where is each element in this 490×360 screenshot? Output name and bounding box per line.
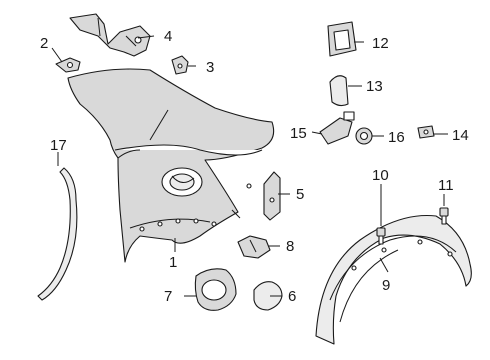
callout-9: 9 bbox=[382, 277, 390, 294]
bolt-10 bbox=[376, 227, 386, 245]
callout-14: 14 bbox=[452, 127, 469, 144]
bracket-2 bbox=[55, 57, 81, 73]
clip-3 bbox=[171, 55, 189, 75]
callout-17: 17 bbox=[50, 137, 67, 154]
leader-lines bbox=[51, 35, 448, 297]
quarter-panel bbox=[67, 68, 275, 263]
callout-16: 16 bbox=[388, 129, 405, 146]
callout-5: 5 bbox=[296, 186, 304, 203]
clip-14 bbox=[417, 125, 435, 139]
callout-3: 3 bbox=[206, 59, 214, 76]
grommet-16 bbox=[355, 127, 373, 145]
callout-6: 6 bbox=[288, 288, 296, 305]
callout-10: 10 bbox=[372, 167, 389, 184]
cover-13 bbox=[329, 75, 349, 107]
callout-7: 7 bbox=[164, 288, 172, 305]
wheelhouse-liner-9 bbox=[315, 214, 472, 345]
callout-4: 4 bbox=[164, 28, 172, 45]
bracket-5 bbox=[263, 171, 281, 221]
callout-8: 8 bbox=[286, 238, 294, 255]
callout-15: 15 bbox=[290, 125, 307, 142]
seal-17 bbox=[37, 167, 78, 301]
reinforcement-4 bbox=[69, 13, 151, 57]
callout-1: 1 bbox=[169, 254, 177, 271]
callout-12: 12 bbox=[372, 35, 389, 52]
callout-2: 2 bbox=[40, 35, 48, 52]
fuel-housing-7 bbox=[194, 268, 237, 311]
callout-13: 13 bbox=[366, 78, 383, 95]
housing-12 bbox=[327, 21, 357, 57]
callout-11: 11 bbox=[438, 177, 454, 194]
bracket-8 bbox=[237, 235, 271, 259]
actuator-15 bbox=[319, 111, 355, 145]
bolt-11 bbox=[439, 207, 449, 225]
